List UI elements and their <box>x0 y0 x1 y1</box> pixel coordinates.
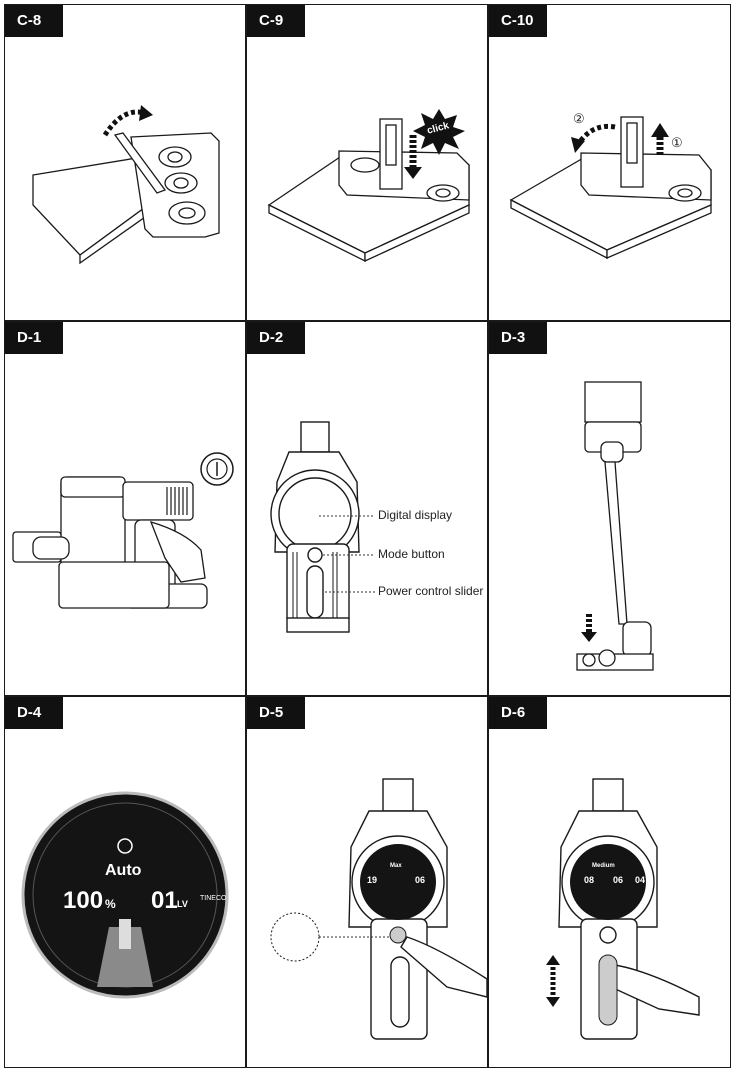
level-value: 01 <box>151 887 178 914</box>
level-secondary: 04 <box>635 875 646 885</box>
level-value: 06 <box>613 875 624 885</box>
panel-label: C-9 <box>247 5 305 37</box>
panel-label: D-6 <box>489 697 547 729</box>
callout-mode-button: Mode button <box>378 547 445 561</box>
click-burst-icon <box>413 109 465 155</box>
level-value: 06 <box>415 875 426 885</box>
panel-label: D-3 <box>489 322 547 354</box>
mode-icon <box>117 838 133 854</box>
panel-d6: D-6 Medium 08 06 04 <box>488 696 731 1068</box>
mode-button-press-illustration <box>270 778 487 1040</box>
step-2-marker: ② <box>573 111 585 126</box>
step-1-marker: ① <box>671 135 683 150</box>
battery-value: 19 <box>367 875 378 885</box>
panel-d2: D-2 Digital display Mod <box>246 321 488 696</box>
panel-label: D-4 <box>5 697 63 729</box>
panel-d1: D-1 <box>4 321 246 696</box>
panel-d5: D-5 Max 19 06 <box>246 696 488 1068</box>
mode-label: Max <box>390 863 402 869</box>
dock-attach-illustration <box>267 109 470 263</box>
mode-label: Auto <box>105 862 142 879</box>
panel-d3: D-3 <box>488 321 731 696</box>
panel-label: D-5 <box>247 697 305 729</box>
panel-label: D-1 <box>5 322 63 354</box>
callout-power-slider: Power control slider <box>378 584 484 598</box>
panel-d4: D-4 Auto 100 % 01 LV TINECO <box>4 696 246 1068</box>
rotate-arrow-icon <box>102 109 146 137</box>
battery-unit: % <box>105 897 116 911</box>
power-on-hand-illustration <box>12 452 234 609</box>
dock-release-illustration <box>509 116 712 260</box>
digital-display-closeup <box>21 791 229 999</box>
stick-vacuum-illustration <box>576 381 654 671</box>
brand-logo: TINECO <box>200 895 227 902</box>
level-unit: LV <box>177 899 188 909</box>
panel-label: D-2 <box>247 322 305 354</box>
panel-label: C-8 <box>5 5 63 37</box>
panel-c10: C-10 ① ② <box>488 4 731 321</box>
callout-digital-display: Digital display <box>378 508 453 522</box>
power-slider-illustration <box>546 778 700 1040</box>
panel-c8: C-8 <box>4 4 246 321</box>
panel-c9: C-9 click <box>246 4 488 321</box>
battery-value: 100 <box>63 887 104 914</box>
base-tilt-illustration <box>32 105 220 265</box>
rotate-left-arrow-icon <box>576 123 616 145</box>
instruction-grid: C-8 C-9 <box>4 4 731 1068</box>
mode-label: Medium <box>592 863 615 869</box>
panel-label: C-10 <box>489 5 547 37</box>
battery-value: 08 <box>584 875 595 885</box>
handheld-front-illustration <box>270 421 375 633</box>
